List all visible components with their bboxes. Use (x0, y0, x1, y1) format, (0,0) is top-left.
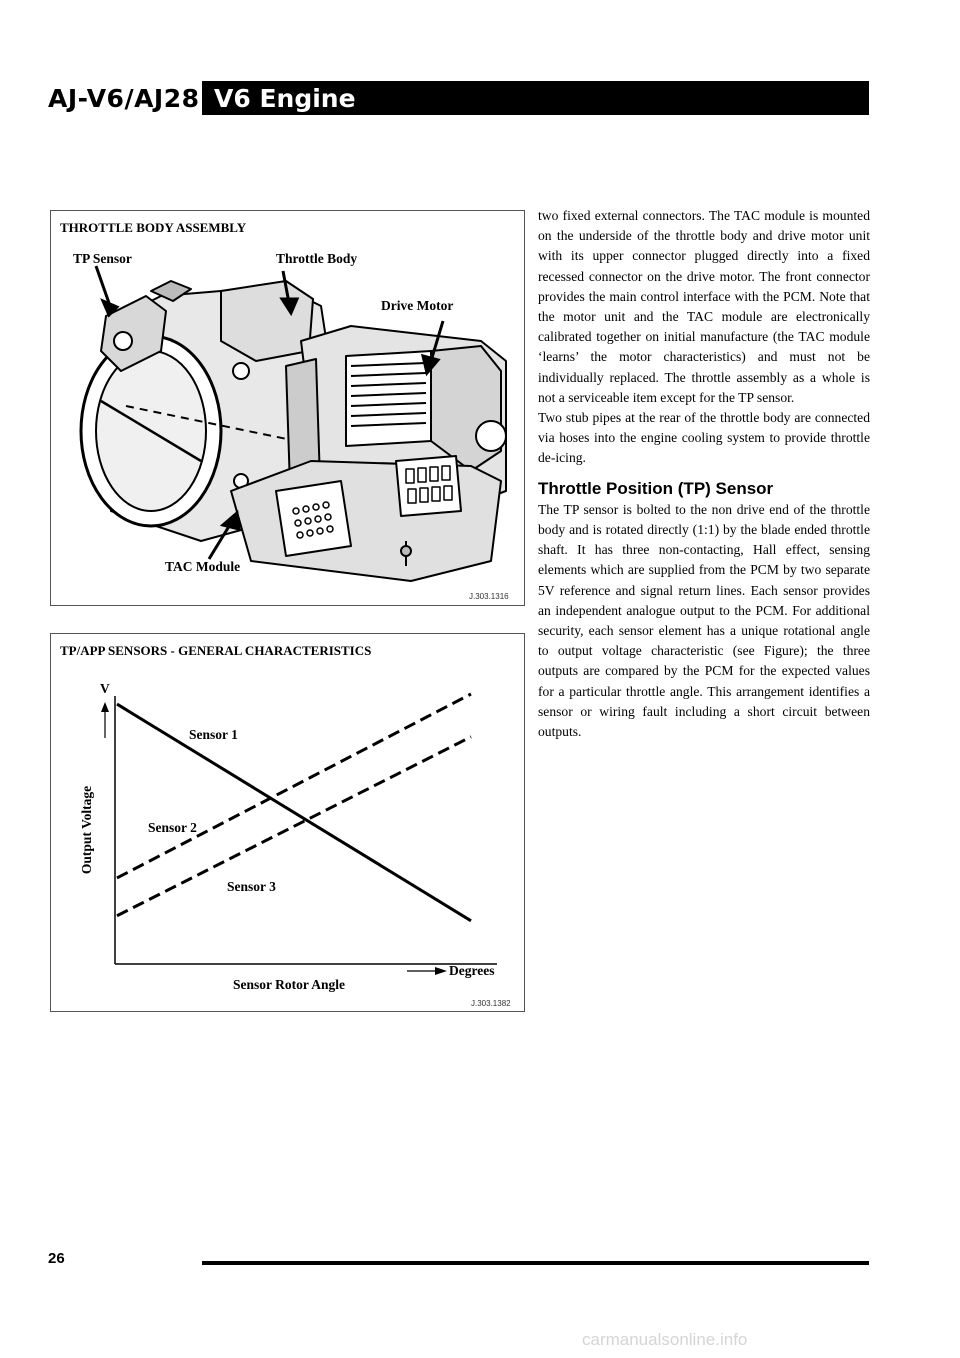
page-number: 26 (48, 1250, 65, 1267)
series-label-sensor-1: Sensor 1 (189, 727, 238, 742)
series-label-sensor-2: Sensor 2 (148, 820, 197, 835)
drive-motor-label: Drive Motor (381, 298, 454, 313)
x-arrowhead (435, 967, 447, 975)
sensor-characteristics-figure: TP/APP SENSORS - GENERAL CHARACTERISTICS… (50, 633, 525, 1012)
series-line-sensor-2 (116, 692, 472, 880)
paragraph-stub-pipes: Two stub pipes at the rear of the thrott… (538, 410, 870, 466)
figure-reference: J.303.1382 (471, 999, 511, 1008)
paragraph-tac-module: two fixed external connectors. The TAC m… (538, 208, 870, 405)
model-label: AJ-V6/AJ28 (48, 84, 200, 113)
figure-title: THROTTLE BODY ASSEMBLY (60, 220, 247, 235)
y-unit-label: V (100, 681, 110, 696)
throttle-body-figure: THROTTLE BODY ASSEMBLY (50, 210, 525, 606)
tac-module-label: TAC Module (165, 559, 241, 574)
series-line-sensor-1 (116, 702, 472, 923)
throttle-body-illustration (79, 265, 507, 582)
chart-plot (101, 692, 497, 975)
body-text: two fixed external connectors. The TAC m… (538, 206, 870, 742)
footer-rule (202, 1261, 869, 1265)
figure-reference: J.303.1316 (469, 592, 509, 601)
y-arrowhead (101, 702, 109, 712)
y-axis-label: Output Voltage (79, 785, 95, 875)
tp-sensor-label: TP Sensor (73, 251, 132, 266)
x-unit-label: Degrees (449, 963, 495, 978)
x-axis-label: Sensor Rotor Angle (233, 977, 346, 992)
section-heading: Throttle Position (TP) Sensor (538, 478, 774, 498)
watermark: carmanualsonline.info (582, 1330, 748, 1349)
header-bar (202, 81, 869, 115)
section-title: V6 Engine (214, 84, 356, 113)
throttle-body-label: Throttle Body (276, 251, 358, 266)
paragraph-tp-sensor: The TP sensor is bolted to the non drive… (538, 501, 870, 740)
series-line-sensor-3 (116, 735, 472, 918)
chart-title: TP/APP SENSORS - GENERAL CHARACTERISTICS (60, 643, 372, 658)
series-label-sensor-3: Sensor 3 (227, 879, 276, 894)
